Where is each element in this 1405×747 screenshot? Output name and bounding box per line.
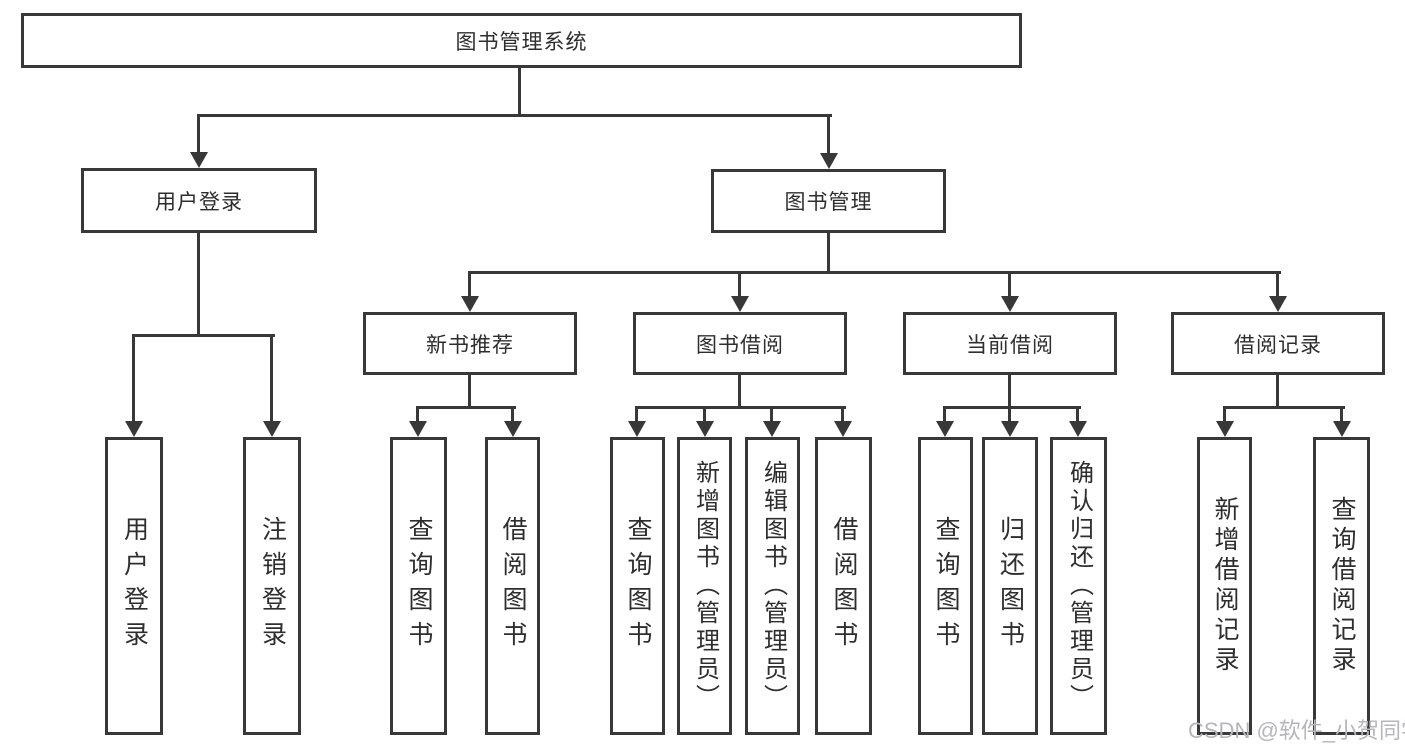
connector-borrow-bar — [635, 406, 846, 409]
arrowhead-book-management — [820, 153, 838, 169]
node-book-borrowing-label: 图书借阅 — [696, 333, 784, 357]
arrowhead — [1333, 421, 1351, 437]
arrowhead — [1216, 421, 1234, 437]
connector-drop — [770, 406, 773, 422]
node-new-book-recommendation: 新书推荐 — [363, 312, 577, 375]
connector-recommend-bar — [416, 406, 516, 409]
arrowhead-current — [1001, 296, 1019, 312]
node-book-borrowing: 图书借阅 — [633, 312, 847, 375]
leaf-confirm-return-admin: 确认归还（管理员） — [1050, 437, 1107, 735]
connector-current-stem — [1008, 375, 1011, 408]
arrowhead — [763, 421, 781, 437]
arrowhead-leaf-user-login — [125, 421, 143, 437]
leaf-edit-book-admin-label: 编辑图书（管理员） — [759, 460, 787, 712]
leaf-return-books-label: 归还图书 — [996, 516, 1025, 656]
connector-borrowing-stem — [738, 375, 741, 408]
node-book-management-label: 图书管理 — [784, 191, 873, 214]
arrowhead — [1001, 421, 1019, 437]
leaf-query-books-current-label: 查询图书 — [932, 516, 960, 656]
leaf-logout: 注销登录 — [243, 437, 301, 735]
node-borrowing-records-label: 借阅记录 — [1234, 333, 1322, 357]
leaf-user-login: 用户登录 — [105, 437, 163, 735]
leaf-user-login-label: 用户登录 — [120, 516, 149, 656]
leaf-query-books-recommend-label: 查询图书 — [405, 516, 433, 656]
connector-current-bar — [943, 406, 1081, 409]
connector-drop-user-login — [197, 114, 200, 153]
node-root-label: 图书管理系统 — [455, 30, 588, 54]
connector-drop — [1008, 406, 1011, 422]
connector-drop — [841, 406, 844, 422]
arrowhead — [696, 421, 714, 437]
node-user-login-label: 用户登录 — [155, 190, 243, 214]
connector-records-bar — [1223, 406, 1345, 409]
leaf-return-books: 归还图书 — [982, 437, 1038, 735]
connector-user-login-stem — [197, 233, 200, 336]
connector-level3-bar — [468, 271, 1281, 274]
arrowhead — [834, 421, 852, 437]
connector-drop — [635, 406, 638, 422]
connector-drop-records — [1276, 271, 1279, 298]
leaf-add-borrow-record: 新增借阅记录 — [1197, 437, 1252, 735]
connector-root-stem — [518, 68, 521, 116]
leaf-query-books-recommend: 查询图书 — [390, 437, 447, 735]
connector-drop-book-management — [827, 114, 830, 154]
node-borrowing-records: 借阅记录 — [1171, 312, 1385, 375]
node-current-borrowing: 当前借阅 — [903, 312, 1117, 375]
leaf-query-books-borrow: 查询图书 — [610, 437, 665, 735]
leaf-query-borrow-record: 查询借阅记录 — [1313, 437, 1370, 735]
leaf-borrow-books-recommend-label: 借阅图书 — [499, 516, 527, 656]
arrowhead — [936, 421, 954, 437]
node-user-login: 用户登录 — [81, 168, 317, 233]
connector-level2-bar — [197, 114, 832, 117]
leaf-query-books-borrow-label: 查询图书 — [624, 516, 652, 656]
connector-drop — [1340, 406, 1343, 422]
leaf-query-borrow-record-label: 查询借阅记录 — [1328, 496, 1356, 676]
node-new-book-recommendation-label: 新书推荐 — [426, 333, 514, 357]
connector-records-stem — [1276, 375, 1279, 408]
leaf-add-borrow-record-label: 新增借阅记录 — [1211, 496, 1239, 676]
node-book-management: 图书管理 — [711, 169, 946, 233]
arrowhead-borrowing — [731, 296, 749, 312]
arrowhead — [628, 421, 646, 437]
arrowhead-user-login — [190, 152, 208, 168]
node-root: 图书管理系统 — [21, 13, 1022, 68]
leaf-borrow-books-borrow-label: 借阅图书 — [830, 516, 858, 656]
connector-drop — [1076, 406, 1079, 422]
arrowhead — [504, 421, 522, 437]
leaf-borrow-books-borrow: 借阅图书 — [815, 437, 872, 735]
connector-drop-borrowing — [738, 271, 741, 298]
connector-drop — [1223, 406, 1226, 422]
arrowhead — [1069, 421, 1087, 437]
connector-drop-recommendation — [468, 271, 471, 298]
connector-drop-leaf-logout — [270, 334, 273, 422]
connector-recommendation-stem — [468, 375, 471, 408]
leaf-edit-book-admin: 编辑图书（管理员） — [745, 437, 800, 735]
arrowhead-recommendation — [461, 296, 479, 312]
connector-drop — [511, 406, 514, 422]
arrowhead — [409, 421, 427, 437]
watermark: CSDN @软件_小贺同学 — [1188, 718, 1405, 743]
connector-drop-leaf-user-login — [132, 334, 135, 422]
arrowhead-records — [1269, 296, 1287, 312]
arrowhead-leaf-logout — [263, 421, 281, 437]
connector-user-bar — [132, 334, 275, 337]
leaf-logout-label: 注销登录 — [258, 516, 287, 656]
connector-drop-current — [1008, 271, 1011, 298]
connector-drop — [703, 406, 706, 422]
connector-drop — [943, 406, 946, 422]
node-current-borrowing-label: 当前借阅 — [966, 333, 1054, 357]
connector-book-management-stem — [827, 233, 830, 273]
leaf-add-book-admin: 新增图书（管理员） — [677, 437, 732, 735]
connector-drop — [416, 406, 419, 422]
leaf-borrow-books-recommend: 借阅图书 — [485, 437, 540, 735]
leaf-confirm-return-admin-label: 确认归还（管理员） — [1065, 460, 1093, 712]
leaf-query-books-current: 查询图书 — [918, 437, 973, 735]
leaf-add-book-admin-label: 新增图书（管理员） — [691, 460, 719, 712]
